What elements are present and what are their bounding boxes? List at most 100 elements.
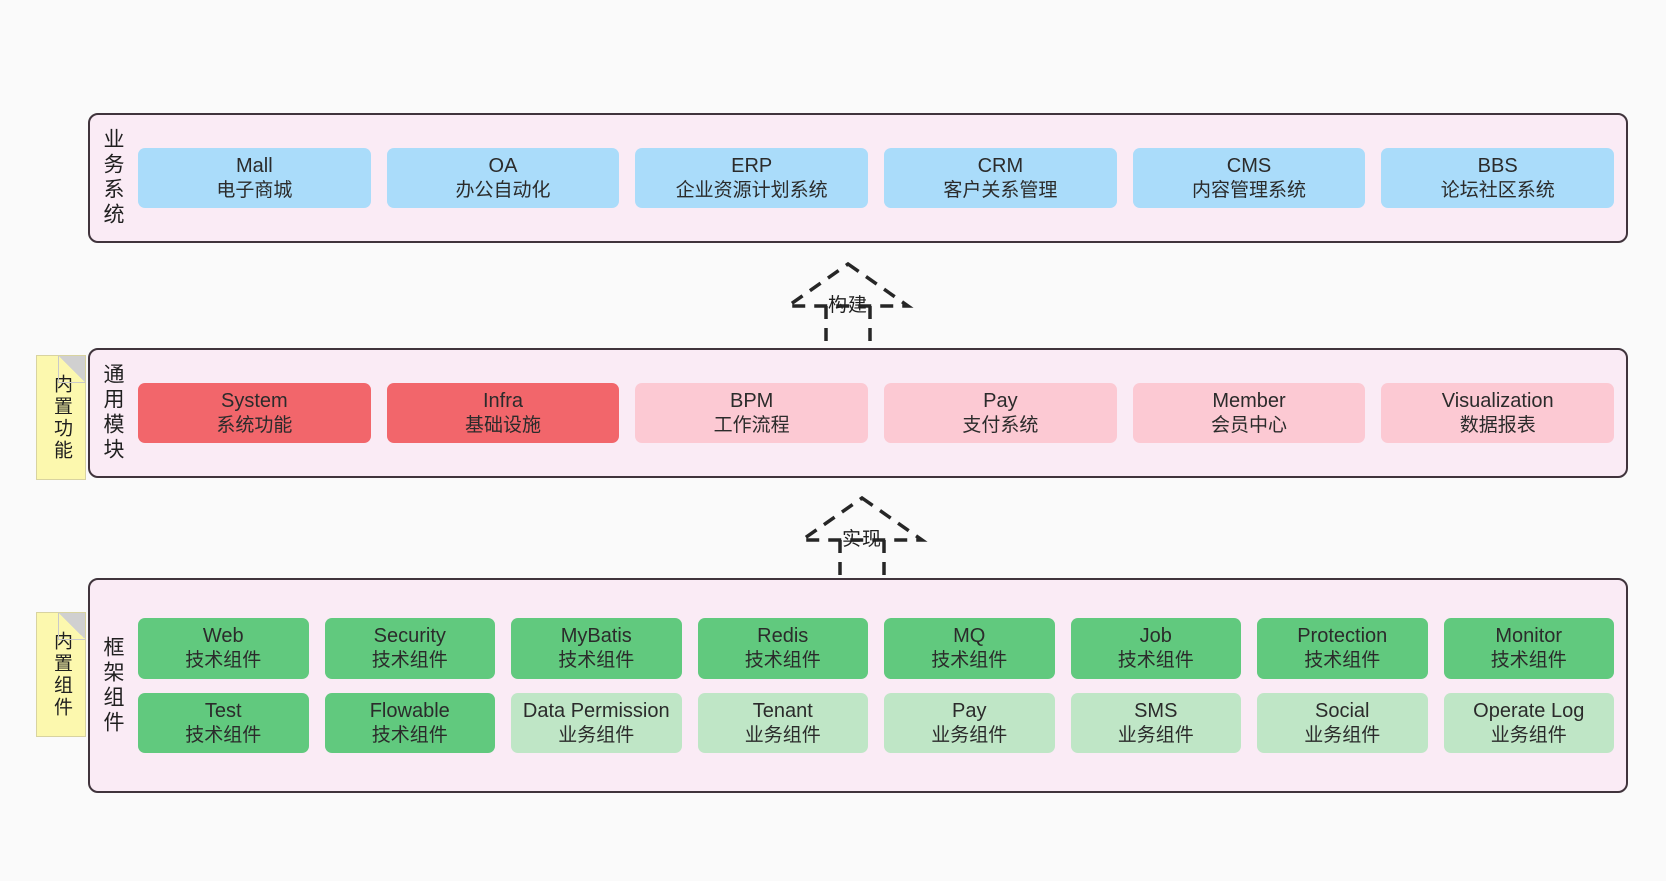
node-title-en: BBS (1477, 154, 1518, 177)
node-title-cn: 技术组件 (744, 649, 821, 671)
layer-common-modules-title: 通用模块 (101, 363, 125, 463)
node-bbs[interactable]: BBS 论坛社区系统 (1381, 147, 1615, 209)
node-title-cn: 业务组件 (931, 724, 1008, 746)
node-web[interactable]: Web 技术组件 (138, 617, 309, 679)
node-pay-component[interactable]: Pay 业务组件 (884, 692, 1055, 754)
node-title-en: System (220, 389, 288, 412)
node-title-cn: 支付系统 (962, 414, 1039, 436)
node-title-cn: 技术组件 (185, 724, 262, 746)
node-infra[interactable]: Infra 基础设施 (386, 382, 620, 444)
node-title-cn: 技术组件 (558, 649, 635, 671)
node-title-cn: 技术组件 (1304, 649, 1381, 671)
layer-business-systems-title: 业务系统 (101, 128, 125, 228)
node-row: Test 技术组件 Flowable 技术组件 Data Permission … (138, 692, 1614, 754)
node-oa[interactable]: OA 办公自动化 (386, 147, 620, 209)
node-pay[interactable]: Pay 支付系统 (884, 382, 1117, 444)
node-title-en: MQ (953, 624, 986, 647)
node-visualization[interactable]: Visualization 数据报表 (1381, 382, 1615, 444)
node-title-cn: 客户关系管理 (943, 179, 1058, 201)
note-builtin-features-label: 内置功能 (50, 373, 72, 462)
node-title-cn: 办公自动化 (455, 179, 551, 201)
node-test[interactable]: Test 技术组件 (138, 692, 309, 754)
node-title-en: Data Permission (522, 699, 670, 722)
node-title-cn: 技术组件 (1490, 649, 1567, 671)
connector-implement: 实现 (772, 492, 952, 592)
node-bpm[interactable]: BPM 工作流程 (635, 382, 869, 444)
node-mybatis[interactable]: MyBatis 技术组件 (511, 617, 682, 679)
layer-business-systems-body: Mall 电子商城 OA 办公自动化 ERP 企业资源计划系统 CRM 客户关系… (134, 115, 1626, 241)
node-social[interactable]: Social 业务组件 (1257, 692, 1428, 754)
node-title-cn: 业务组件 (1117, 724, 1194, 746)
node-title-cn: 工作流程 (713, 414, 790, 436)
node-mall[interactable]: Mall 电子商城 (138, 147, 371, 209)
note-builtin-components: 内置组件 (36, 612, 86, 737)
node-security[interactable]: Security 技术组件 (324, 617, 495, 679)
note-builtin-components-label: 内置组件 (50, 630, 72, 719)
node-operate-log[interactable]: Operate Log 业务组件 (1443, 692, 1614, 754)
node-title-en: MyBatis (560, 624, 632, 647)
node-title-cn: 业务组件 (558, 724, 635, 746)
node-title-en: Protection (1297, 624, 1388, 647)
node-sms[interactable]: SMS 业务组件 (1070, 692, 1241, 754)
node-title-en: ERP (731, 154, 773, 177)
layer-framework-components-body: Web 技术组件 Security 技术组件 MyBatis 技术组件 Redi… (134, 580, 1626, 791)
layer-business-systems: 业务系统 Mall 电子商城 OA 办公自动化 ERP 企业资源计划系统 CRM… (88, 113, 1628, 243)
node-title-en: Web (202, 624, 244, 647)
node-title-cn: 数据报表 (1459, 414, 1536, 436)
node-title-cn: 基础设施 (465, 414, 542, 436)
node-title-en: Redis (757, 624, 809, 647)
node-title-en: Mall (236, 154, 273, 177)
node-redis[interactable]: Redis 技术组件 (697, 617, 868, 679)
node-protection[interactable]: Protection 技术组件 (1257, 617, 1428, 679)
node-title-cn: 技术组件 (1117, 649, 1194, 671)
node-system[interactable]: System 系统功能 (138, 382, 371, 444)
node-title-cn: 内容管理系统 (1192, 179, 1307, 201)
node-title-cn: 论坛社区系统 (1440, 179, 1555, 201)
node-title-en: CMS (1226, 154, 1272, 177)
node-title-en: Flowable (369, 699, 450, 722)
node-title-en: Monitor (1495, 624, 1563, 647)
node-title-en: OA (488, 154, 518, 177)
layer-framework-components: 框架组件 Web 技术组件 Security 技术组件 MyBatis 技术组件… (88, 578, 1628, 793)
node-member[interactable]: Member 会员中心 (1132, 382, 1366, 444)
node-title-cn: 电子商城 (216, 179, 293, 201)
node-row: System 系统功能 Infra 基础设施 BPM 工作流程 Pay 支付系统… (138, 382, 1615, 444)
node-title-cn: 业务组件 (1304, 724, 1381, 746)
node-job[interactable]: Job 技术组件 (1070, 617, 1241, 679)
node-data-permission[interactable]: Data Permission 业务组件 (511, 692, 682, 754)
node-flowable[interactable]: Flowable 技术组件 (324, 692, 495, 754)
node-title-cn: 业务组件 (1490, 724, 1567, 746)
node-title-en: CRM (977, 154, 1024, 177)
node-cms[interactable]: CMS 内容管理系统 (1132, 147, 1366, 209)
node-row: Web 技术组件 Security 技术组件 MyBatis 技术组件 Redi… (138, 617, 1614, 679)
node-title-cn: 技术组件 (931, 649, 1008, 671)
node-crm[interactable]: CRM 客户关系管理 (884, 147, 1117, 209)
node-title-en: Social (1315, 699, 1370, 722)
node-title-cn: 系统功能 (216, 414, 293, 436)
node-title-en: Security (373, 624, 446, 647)
node-title-cn: 企业资源计划系统 (675, 179, 828, 201)
layer-common-modules: 通用模块 System 系统功能 Infra 基础设施 BPM 工作流程 Pay… (88, 348, 1628, 478)
node-title-en: Operate Log (1473, 699, 1585, 722)
node-mq[interactable]: MQ 技术组件 (884, 617, 1055, 679)
node-title-en: SMS (1134, 699, 1178, 722)
node-title-en: Visualization (1441, 389, 1554, 412)
node-monitor[interactable]: Monitor 技术组件 (1443, 617, 1614, 679)
connector-build-label: 构建 (827, 295, 869, 316)
connector-build-arrow (782, 261, 914, 358)
node-title-en: Test (204, 699, 242, 722)
node-title-cn: 会员中心 (1211, 414, 1288, 436)
node-title-en: Pay (952, 699, 987, 722)
node-erp[interactable]: ERP 企业资源计划系统 (635, 147, 869, 209)
layer-framework-components-title: 框架组件 (101, 635, 125, 736)
node-title-en: Job (1139, 624, 1172, 647)
note-builtin-features: 内置功能 (36, 355, 86, 480)
node-tenant[interactable]: Tenant 业务组件 (697, 692, 868, 754)
node-title-en: Tenant (752, 699, 813, 722)
node-title-cn: 技术组件 (185, 649, 262, 671)
connector-implement-label: 实现 (841, 529, 883, 550)
node-title-cn: 技术组件 (371, 724, 448, 746)
node-title-en: Pay (983, 389, 1018, 412)
connector-implement-arrow (796, 495, 928, 592)
